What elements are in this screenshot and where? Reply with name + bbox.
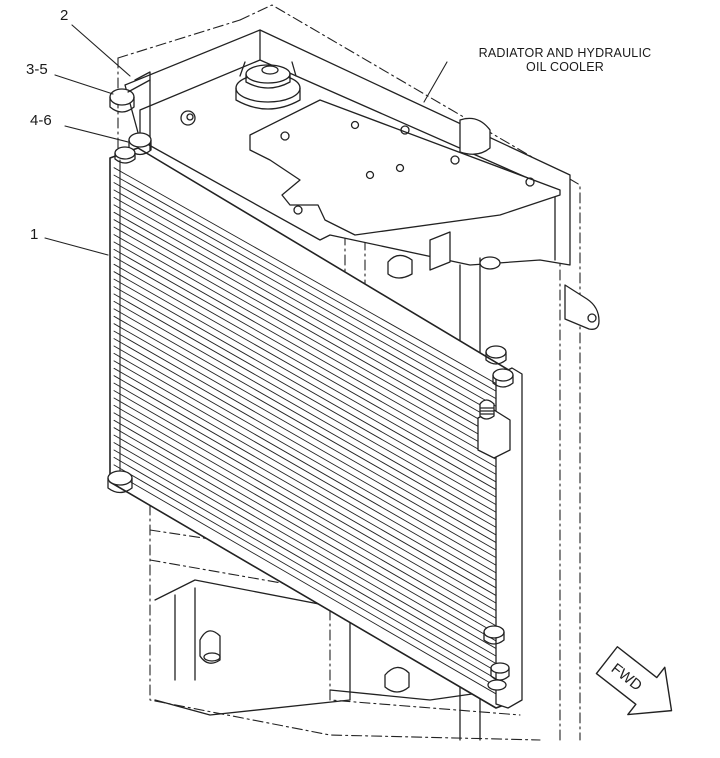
condenser-fin [113, 219, 501, 440]
condenser-fin [113, 204, 501, 425]
condenser-fin [113, 226, 501, 447]
grommet-top-left-upper [109, 71, 151, 151]
condenser-fin [113, 196, 501, 417]
condenser-fin [113, 263, 501, 485]
condenser-fin [113, 419, 501, 644]
radiator-cap [235, 61, 301, 110]
condenser-fin [113, 375, 501, 599]
condenser-fin [113, 234, 501, 455]
condenser-fin [113, 390, 501, 614]
callout-1: 1 [30, 226, 39, 243]
condenser-fin [113, 412, 501, 637]
assembly-title-line-1: RADIATOR AND HYDRAULIC [478, 46, 652, 60]
condenser-core [109, 147, 513, 709]
condenser-fin [113, 278, 501, 500]
leader-3-5 [54, 74, 114, 95]
leader-title [423, 61, 448, 103]
callout-leaders [44, 24, 448, 256]
condenser-fin [113, 434, 501, 659]
condenser-fin [113, 352, 501, 576]
callout-3-5: 3-5 [26, 61, 48, 78]
condenser-fin [113, 397, 501, 621]
condenser-fin [113, 323, 501, 546]
callout-4-6: 4-6 [30, 112, 52, 129]
condenser-fin [113, 241, 501, 462]
grommet-right-lower [483, 625, 510, 691]
leader-4-6 [64, 125, 129, 143]
condenser-fin [113, 367, 501, 591]
bottom-tank [154, 579, 501, 716]
condenser-fin [113, 308, 501, 531]
assembly-title: RADIATOR AND HYDRAULIC OIL COOLER [450, 46, 680, 75]
condenser-fin [113, 293, 501, 515]
condenser-fin [113, 182, 501, 402]
leader-2 [71, 24, 131, 77]
condenser-fin [113, 360, 501, 584]
condenser-fin [113, 300, 501, 523]
grommet-right-upper [485, 345, 514, 388]
right-header-tube [477, 367, 523, 709]
condenser-fin [113, 330, 501, 553]
grommet-top-left-lower [114, 132, 152, 164]
condenser-fin [113, 464, 501, 690]
fwd-arrow: FWD [595, 646, 673, 716]
condenser-fin [113, 345, 501, 568]
condenser-fin [113, 286, 501, 508]
condenser-fin [113, 189, 501, 409]
condenser-fin [113, 456, 501, 682]
leader-1 [44, 237, 109, 256]
mounting-grommets [107, 71, 514, 691]
condenser-fin [113, 449, 501, 674]
condenser-fin [113, 248, 501, 470]
condenser-fin [113, 382, 501, 606]
condenser-fins [113, 167, 501, 697]
condenser-fin [113, 211, 501, 432]
assembly-title-line-2: OIL COOLER [526, 60, 604, 75]
condenser-fin [113, 427, 501, 652]
grommet-bottom-left [107, 470, 133, 494]
condenser-fin [113, 167, 501, 387]
condenser-fin [113, 174, 501, 394]
mounting-bracket-plate [249, 99, 561, 236]
condenser-fin [113, 315, 501, 538]
condenser-fin [113, 471, 501, 697]
condenser-fin [113, 404, 501, 629]
condenser-fin [113, 442, 501, 667]
condenser-fin [113, 256, 501, 478]
callout-2: 2 [60, 7, 69, 24]
condenser-fin [113, 271, 501, 493]
condenser-fin [113, 338, 501, 561]
